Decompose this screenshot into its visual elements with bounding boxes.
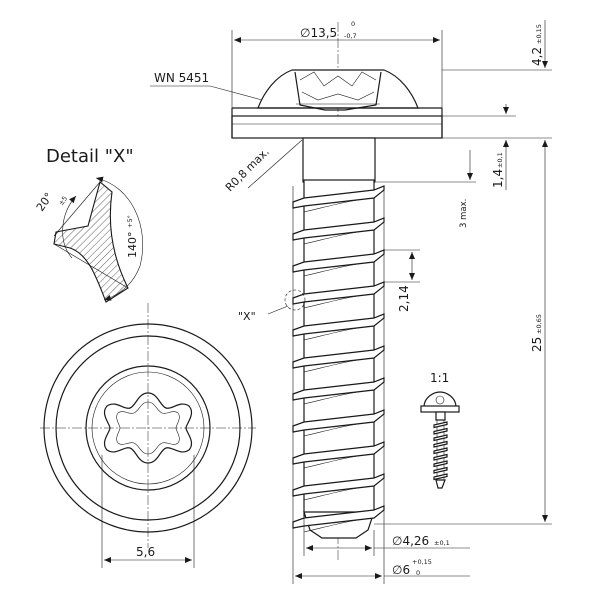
thread-crests bbox=[292, 185, 385, 533]
thread-angle-tol: +5° bbox=[126, 215, 134, 228]
core-dia-tol: ±0,1 bbox=[434, 539, 450, 547]
thread-flank bbox=[303, 357, 375, 373]
screw-side-view bbox=[231, 22, 443, 560]
mini-thread bbox=[433, 427, 448, 435]
thread-flank bbox=[303, 421, 375, 437]
screw-top-view bbox=[40, 303, 256, 548]
mini-thread bbox=[433, 466, 448, 474]
pitch-value: 2,14 bbox=[397, 285, 411, 312]
drive-size-value: 5,6 bbox=[136, 545, 155, 559]
washer-thk-value: 1,4 bbox=[491, 169, 505, 188]
torx-drive-icon bbox=[103, 392, 193, 464]
thread-flank bbox=[303, 325, 375, 341]
washer-thk-tol: ±0,1 bbox=[496, 152, 504, 168]
thread-flank bbox=[303, 261, 375, 277]
thread-flank bbox=[303, 229, 375, 245]
thread-angle-value: 140° bbox=[126, 232, 139, 259]
mini-thread bbox=[433, 453, 448, 461]
head-dia-value: ∅13,5 bbox=[300, 26, 337, 40]
scale-1-1-screw bbox=[420, 391, 460, 489]
dimension-lines bbox=[101, 20, 552, 584]
head-height-tol: ±0,15 bbox=[535, 24, 543, 44]
thread-note: 3 max. bbox=[459, 199, 469, 228]
length-tol: ±0,65 bbox=[535, 314, 543, 334]
mini-thread bbox=[433, 440, 448, 448]
thread-flank bbox=[303, 197, 375, 213]
thread-flank bbox=[303, 485, 375, 501]
flank-angle-tol: ±5 bbox=[57, 195, 69, 207]
detail-x-view bbox=[53, 176, 144, 303]
thread-flank bbox=[303, 293, 375, 309]
outer-dia-tol-lower: 0 bbox=[416, 569, 420, 577]
detail-title: Detail "X" bbox=[46, 146, 134, 167]
core-dia-value: ∅4,26 bbox=[392, 534, 429, 548]
head-dia-tol-lower: -0,7 bbox=[344, 32, 357, 40]
thread-flank bbox=[303, 389, 375, 405]
flank-angle-value: 20° bbox=[34, 190, 56, 213]
mini-thread bbox=[433, 473, 448, 481]
mini-thread bbox=[433, 434, 448, 442]
detail-marker: "X" bbox=[238, 310, 256, 323]
thread-flank bbox=[303, 517, 375, 533]
mini-thread bbox=[433, 421, 448, 429]
head-height-value: 4,2 bbox=[530, 47, 544, 66]
outer-dia-tol-upper: +0,15 bbox=[412, 558, 432, 566]
outer-dia-value: ∅6 bbox=[392, 563, 410, 577]
mini-thread bbox=[433, 447, 448, 455]
scale-label: 1:1 bbox=[430, 371, 449, 385]
thread-flank bbox=[303, 453, 375, 469]
length-value: 25 bbox=[530, 337, 544, 352]
head-dia-tol-upper: 0 bbox=[351, 20, 355, 28]
radius-note: R0,8 max. bbox=[223, 145, 272, 194]
mini-thread bbox=[433, 460, 448, 468]
part-label: WN 5451 bbox=[154, 71, 209, 85]
